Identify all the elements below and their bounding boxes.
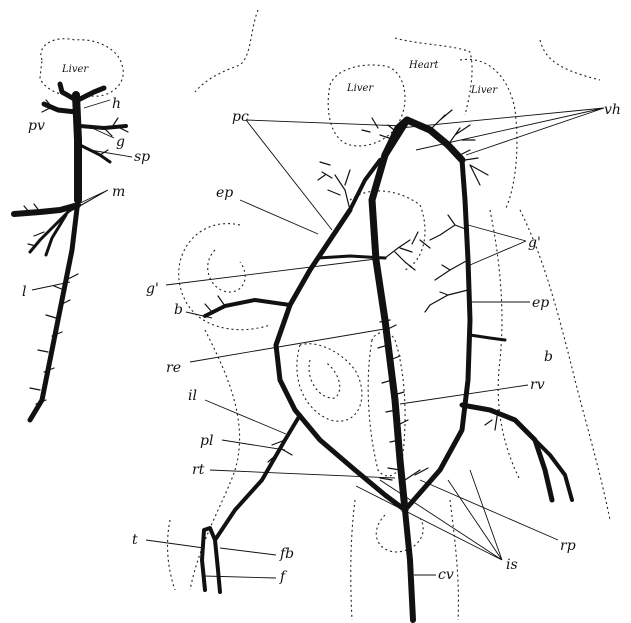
- label-g: g: [116, 134, 125, 150]
- left-portal-loop: [276, 210, 405, 510]
- label-vh: vh: [604, 102, 621, 118]
- tail-outline-left: [351, 500, 355, 620]
- leader-ep-left: [240, 200, 318, 234]
- brachial-left: [205, 300, 290, 316]
- body-outline-right: [540, 40, 600, 80]
- vena-cava-main: [372, 120, 407, 510]
- label-cv: cv: [438, 567, 454, 583]
- label-pv: pv: [28, 118, 45, 134]
- femoral-left-loop: [202, 528, 215, 590]
- label-is: is: [506, 557, 518, 573]
- leader-fb: [220, 548, 276, 555]
- leader-g-prime-left: [166, 258, 384, 285]
- fork-right: [78, 88, 104, 100]
- mesenteric-3: [46, 215, 66, 255]
- label-il: il: [188, 388, 197, 404]
- label-pc: pc: [232, 109, 249, 125]
- label-fb: fb: [279, 546, 294, 562]
- stomach-twigs: [385, 232, 430, 270]
- brachial-right: [470, 335, 505, 340]
- liver-label-left: Liver: [346, 83, 374, 94]
- splenic-branch: [80, 145, 110, 162]
- iliac-left: [215, 415, 300, 540]
- label-h: h: [112, 96, 121, 112]
- leader-re: [190, 328, 390, 362]
- label-ep-right: ep: [532, 295, 549, 311]
- heart-label: Heart: [408, 60, 439, 71]
- label-g-prime-right: g': [528, 235, 541, 251]
- label-sp: sp: [134, 149, 150, 165]
- leader-rp: [420, 480, 558, 540]
- gut-outline-2: [208, 250, 245, 292]
- liver-label-small: Liver: [61, 64, 89, 75]
- leader-t-upper: [146, 540, 204, 548]
- label-re: re: [166, 360, 181, 376]
- label-l: l: [22, 284, 26, 300]
- label-rt: rt: [192, 462, 205, 478]
- label-g-prime-left: g': [146, 281, 159, 297]
- label-pl: pl: [200, 433, 213, 449]
- main-venous-figure: Heart Liver Liver: [132, 10, 621, 620]
- label-rp: rp: [560, 538, 576, 554]
- label-rv: rv: [530, 377, 545, 393]
- cloaca-outline: [376, 515, 423, 552]
- heart-outline: [395, 38, 472, 115]
- label-b-left: b: [174, 302, 183, 318]
- gastric-right-twigs: [425, 215, 468, 312]
- caudal-vein: [405, 510, 413, 620]
- liver-right-outline: [460, 59, 517, 210]
- hind-limb-outline: [168, 520, 175, 590]
- liver-label-right: Liver: [470, 85, 498, 96]
- gastric-cross: [318, 256, 385, 258]
- leader-t-lower: [204, 576, 276, 578]
- leader-m: [66, 190, 108, 214]
- right-abdominal-vein: [405, 160, 470, 510]
- label-ep-left: ep: [216, 185, 233, 201]
- tail-outline-right: [450, 500, 458, 620]
- label-t-upper: t: [132, 532, 138, 548]
- label-m: m: [112, 184, 125, 200]
- leader-il: [205, 400, 286, 434]
- label-b-right: b: [544, 349, 553, 365]
- body-outline-left: [195, 10, 258, 92]
- portal-system-figure: Liver pv h g sp m l: [14, 39, 150, 420]
- body-side-right-2: [490, 210, 520, 480]
- gut-outline-3: [297, 344, 362, 421]
- leader-h: [84, 100, 110, 108]
- leader-pl: [222, 440, 285, 450]
- label-t-lower: f: [279, 569, 288, 585]
- gut-outline-4: [309, 360, 340, 398]
- leader-rt: [210, 470, 395, 478]
- femoral-left-2: [215, 540, 220, 592]
- leader-g-prime-right: [468, 225, 526, 265]
